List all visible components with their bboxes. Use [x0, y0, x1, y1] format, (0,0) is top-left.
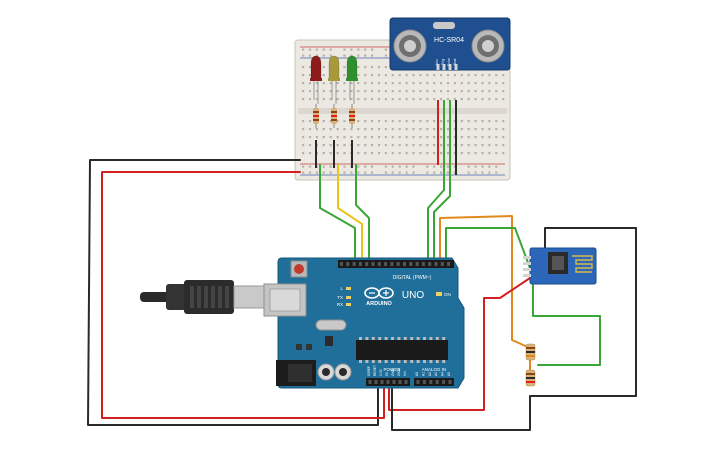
analog-pin-label: A2 [428, 372, 432, 376]
breadboard-resistors [313, 104, 355, 128]
analog-pin-label: A3 [434, 372, 438, 376]
header-pin [340, 262, 343, 266]
analog-pin-label: A1 [421, 372, 425, 376]
wire-esp-green-2 [532, 267, 601, 366]
arduino-model: UNO [402, 290, 424, 301]
digital-header-pins [340, 262, 451, 266]
sensor-pin-label: Trig [441, 59, 445, 65]
analog-pin-label: A5 [447, 372, 451, 376]
analog-pin-label: A0 [415, 372, 419, 376]
power-pin-label: 3.3V [379, 368, 383, 376]
atmega-chip-pins [359, 337, 446, 363]
esp8266-module [523, 247, 597, 285]
wire-esp-green-1 [445, 227, 531, 269]
led-green [346, 55, 358, 104]
sensor-pin-label: Vcc [435, 59, 439, 65]
header-pin [371, 262, 375, 266]
header-pin [428, 262, 432, 266]
header-pin [346, 262, 350, 266]
divider-resistor-2 [525, 369, 536, 387]
usb-cable [140, 280, 265, 314]
sensor-pin [436, 64, 440, 70]
rx-led-label: RX [337, 302, 343, 307]
resistor-1 [313, 104, 319, 128]
tx-led-label: TX [337, 295, 343, 300]
power-header-label: POWER [383, 367, 401, 372]
header-pin [447, 262, 451, 266]
breadboard-jumpers [315, 100, 457, 175]
arduino-brand: ARDUINO [366, 301, 392, 307]
on-led-label: ON [444, 292, 451, 297]
header-pin [358, 262, 362, 266]
sensor-pin [454, 64, 458, 70]
wire-sensor-echo [433, 149, 451, 261]
header-pin [421, 262, 425, 266]
header-pin [390, 262, 394, 266]
led-group [310, 55, 358, 104]
header-pin [396, 262, 400, 266]
wire-led-yellow-signal [337, 164, 363, 261]
power-pin-label: IOREF [367, 366, 371, 376]
wire-led-red-signal [319, 164, 356, 261]
header-pin [434, 262, 438, 266]
l-led-label: L [340, 286, 343, 291]
power-pin-label: GND [397, 368, 401, 376]
wire-led-green-signal [355, 164, 370, 261]
header-pin [377, 262, 381, 266]
wire-power-left [101, 171, 385, 419]
sensor-pin [448, 64, 452, 70]
voltage-divider-resistors [525, 343, 536, 387]
wire-sensor-trig [427, 149, 445, 261]
header-pin [415, 262, 419, 266]
analog-pin-label: A4 [441, 372, 445, 376]
power-pin-label: 5V [385, 371, 389, 376]
header-pin [365, 262, 369, 266]
wire-esp-power [388, 277, 531, 411]
arduino-logo [364, 287, 394, 299]
header-pin [409, 262, 413, 266]
sensor-pin [442, 64, 446, 70]
header-pin [384, 262, 388, 266]
resistor-2 [331, 104, 337, 128]
power-pin-label: RESET [373, 365, 377, 376]
wire-esp-orange-1 [439, 215, 531, 349]
header-pin [352, 262, 356, 266]
arduino-uno: DIGITAL (PWM~) L TX RX ARDUINO UNO ON [263, 257, 465, 389]
led-yellow [328, 55, 340, 104]
header-pin [440, 262, 444, 266]
wire-ground-left [87, 159, 379, 426]
divider-resistor-1 [525, 343, 536, 361]
header-pin [403, 262, 406, 266]
power-pin-label: Vin [403, 371, 407, 376]
led-red [310, 55, 322, 104]
sensor-pin-label: Gnd [453, 59, 457, 66]
resistor-3 [349, 104, 355, 128]
digital-header-label: DIGITAL (PWM~) [393, 275, 432, 281]
sensor-model-label: HC-SR04 [434, 37, 464, 44]
sensor-pin-label: Echo [447, 58, 451, 66]
power-pin-label: GND [391, 368, 395, 376]
wire-esp-ground [391, 227, 637, 431]
wires [87, 149, 637, 431]
analog-header-label: ANALOG IN [422, 367, 447, 372]
